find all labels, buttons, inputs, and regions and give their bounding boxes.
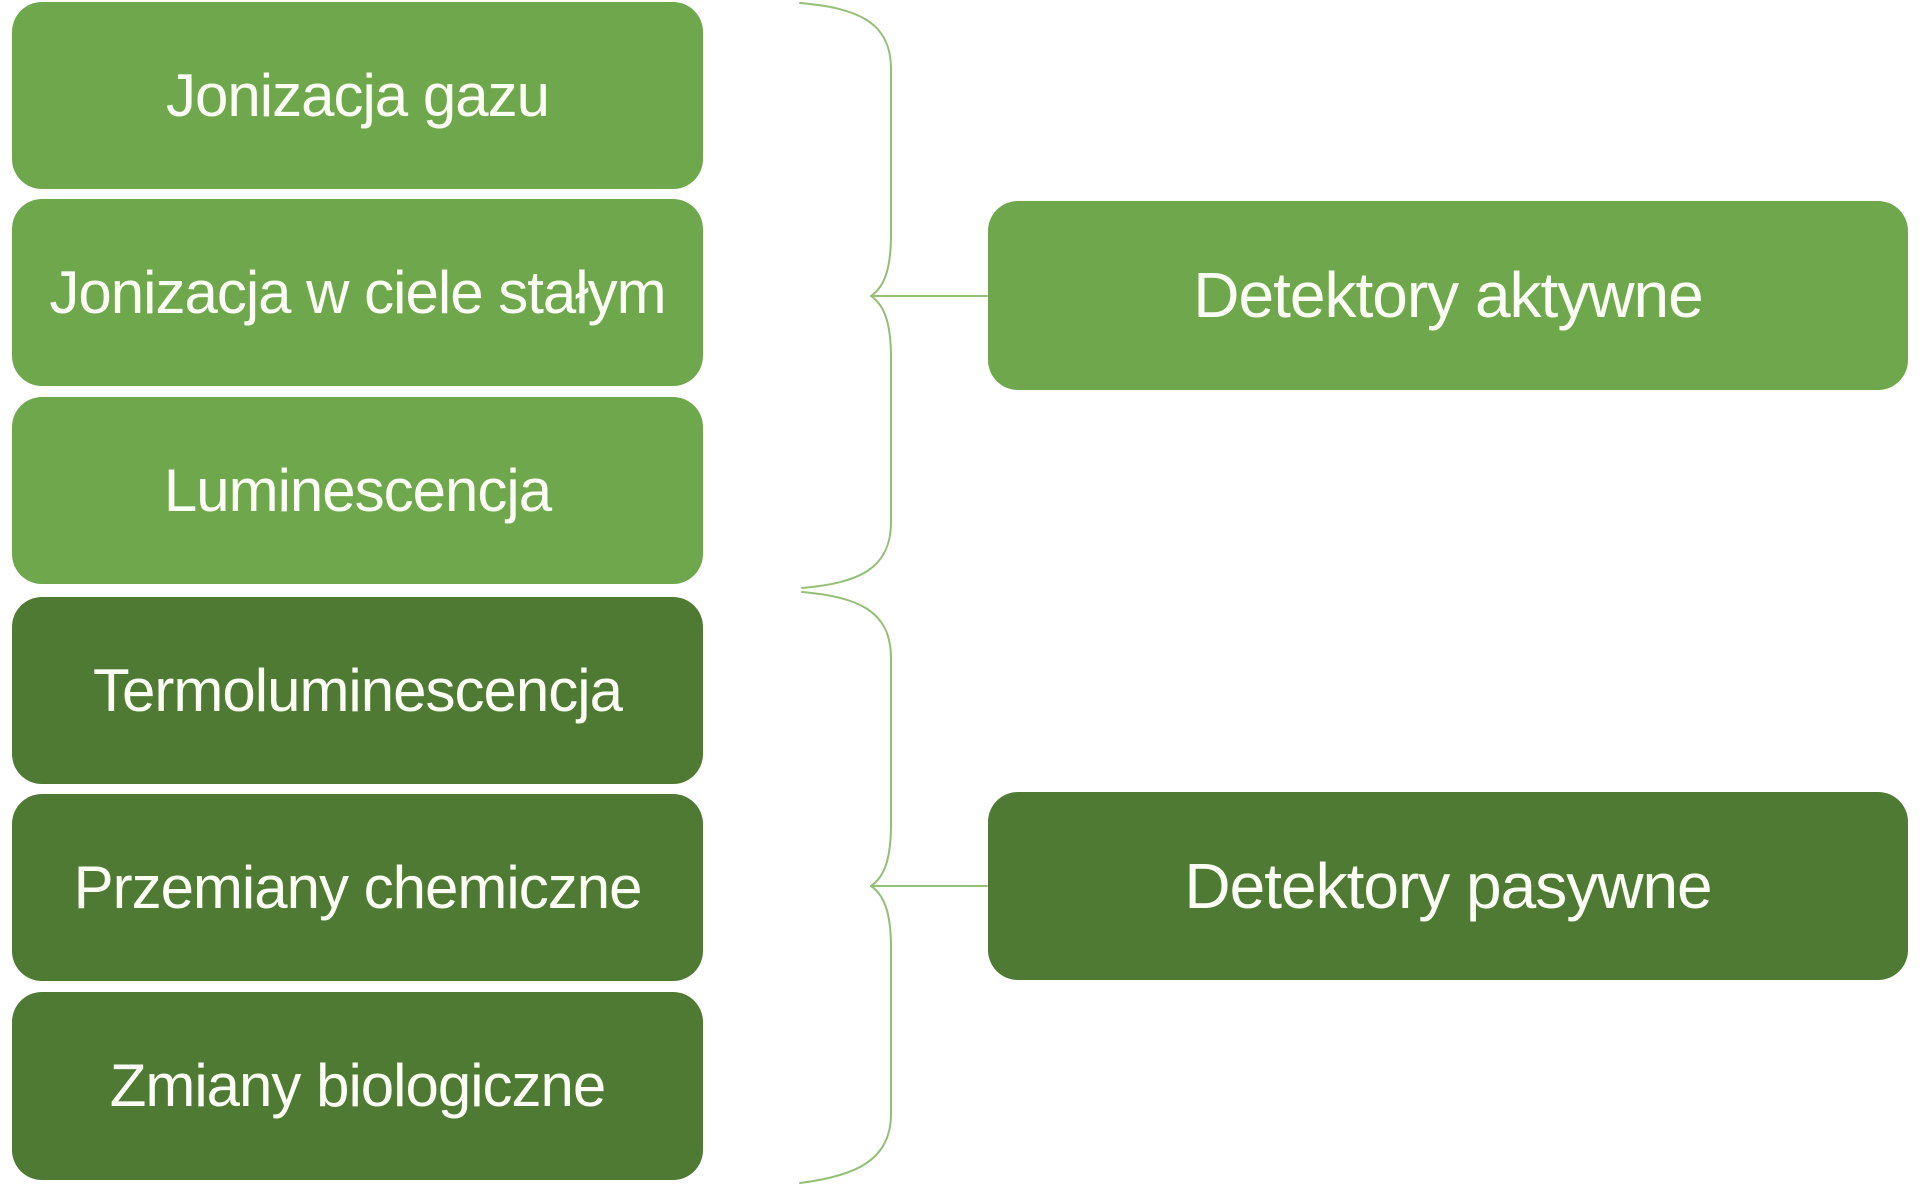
method-box-label: Luminescencja (163, 456, 552, 524)
group-box-label: Detektory pasywne (1184, 849, 1712, 922)
method-box-jonizacja-w-ciele-stalym: Jonizacja w ciele stałym (12, 199, 703, 386)
group-box-label: Detektory aktywne (1193, 259, 1703, 332)
brace-top (799, 2, 988, 589)
method-box-przemiany-chemiczne: Przemiany chemiczne (12, 794, 703, 981)
brace-top-lower-curve (801, 295, 892, 589)
method-box-jonizacja-gazu: Jonizacja gazu (12, 2, 703, 189)
method-box-label: Zmiany biologiczne (109, 1052, 607, 1120)
brace-top-upper-curve (799, 2, 892, 297)
method-box-label: Jonizacja gazu (166, 61, 550, 129)
brace-bottom-lower-curve (799, 885, 892, 1184)
method-box-label: Przemiany chemiczne (73, 853, 643, 921)
brace-bottom (799, 591, 988, 1184)
group-box-detektory-aktywne: Detektory aktywne (988, 201, 1908, 390)
brace-bottom-upper-curve (801, 591, 892, 887)
method-box-luminescencja: Luminescencja (12, 397, 703, 584)
group-box-detektory-pasywne: Detektory pasywne (988, 792, 1908, 980)
method-box-termoluminescencja: Termoluminescencja (12, 597, 703, 784)
method-box-label: Jonizacja w ciele stałym (49, 258, 666, 326)
method-box-zmiany-biologiczne: Zmiany biologiczne (12, 992, 703, 1180)
method-box-label: Termoluminescencja (93, 656, 623, 724)
